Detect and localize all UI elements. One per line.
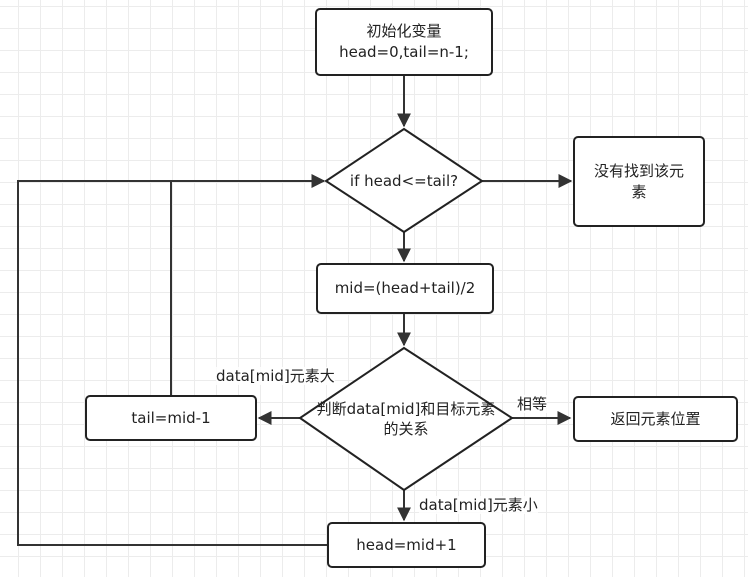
edge-head-update-loop <box>17 180 327 546</box>
decision-condition-shape <box>324 127 484 234</box>
decision-compare-shape <box>298 346 514 492</box>
node-tail-update: tail=mid-1 <box>85 395 257 441</box>
label-less: data[mid]元素小 <box>419 496 538 514</box>
node-mid-calc: mid=(head+tail)/2 <box>316 263 494 314</box>
edge-tail-update-loop <box>170 174 326 395</box>
node-init: 初始化变量 head=0,tail=n-1; <box>315 8 493 76</box>
node-condition-text: if head<=tail? <box>349 172 459 190</box>
label-equal: 相等 <box>517 395 548 413</box>
label-greater: data[mid]元素大 <box>216 367 335 385</box>
node-not-found: 没有找到该元素 <box>573 136 705 227</box>
node-init-line1: 初始化变量 <box>366 22 442 40</box>
node-init-line2: head=0,tail=n-1; <box>339 43 469 61</box>
node-compare-text: 判断data[mid]和目标元素的关系 <box>316 400 496 438</box>
node-head-update: head=mid+1 <box>327 522 486 568</box>
node-return-pos: 返回元素位置 <box>573 396 738 442</box>
